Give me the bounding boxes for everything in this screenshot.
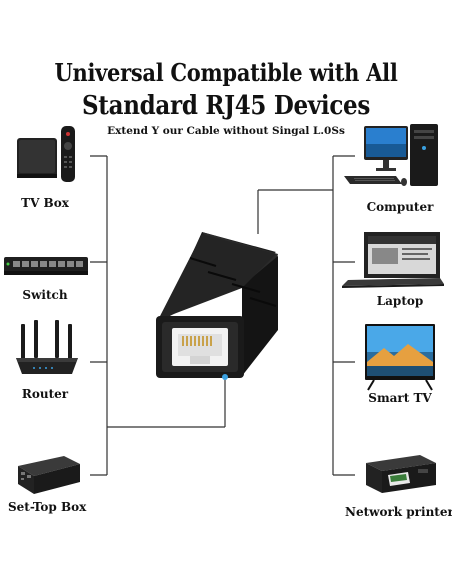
device-label-computer: Computer: [366, 200, 434, 214]
page-subtitle: Extend Y our Cable without Singal L.0Ss: [107, 125, 345, 137]
set-top-box-icon: [18, 456, 80, 494]
tv-box-icon: [17, 126, 75, 182]
page-title-line-1: Universal Compatible with All: [54, 58, 398, 87]
device-label-router: Router: [21, 387, 69, 401]
router-icon: [16, 320, 78, 374]
rj45-coupler-icon: [156, 232, 278, 380]
device-label-laptop: Laptop: [376, 294, 424, 308]
network-switch-icon: [4, 257, 88, 275]
device-label-switch: Switch: [22, 288, 68, 302]
desktop-computer-icon: [344, 124, 438, 186]
device-label-network-printers: Network printers: [345, 505, 452, 519]
laptop-icon: [342, 232, 444, 288]
page-title-line-2: Standard RJ45 Devices: [81, 89, 371, 122]
device-label-set-top-box: Set-Top Box: [8, 500, 87, 514]
device-label-tv-box: TV Box: [21, 196, 69, 210]
smart-tv-icon: [365, 324, 435, 391]
device-label-smart-tv: Smart TV: [368, 391, 432, 405]
printer-icon: [366, 455, 436, 493]
